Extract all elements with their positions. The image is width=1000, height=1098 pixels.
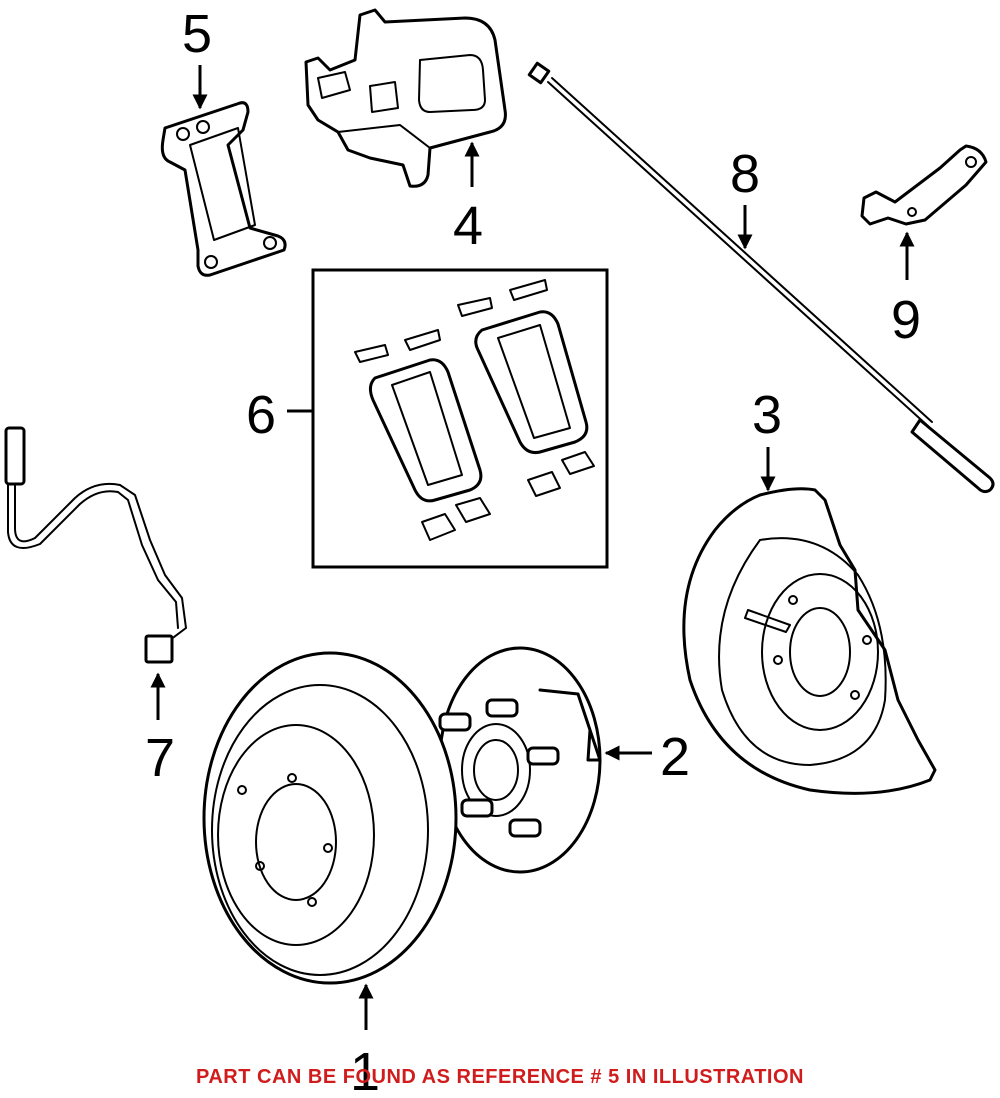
brake-pad-set-part	[354, 279, 595, 541]
wheel-hub-part	[438, 646, 602, 874]
brake-caliper-part	[304, 8, 507, 188]
caliper-bracket-part	[160, 101, 287, 277]
callout-label-1: 1	[350, 1042, 380, 1098]
callout-label-8: 8	[730, 144, 760, 204]
callout-label-7: 7	[145, 728, 175, 788]
reference-caption: PART CAN BE FOUND AS REFERENCE # 5 IN IL…	[196, 1066, 804, 1088]
callout-label-9: 9	[891, 290, 921, 350]
pad-set-frame	[311, 268, 609, 569]
brake-rotor-part	[202, 651, 458, 985]
callout-label-5: 5	[182, 4, 212, 64]
callout-label-2: 2	[660, 727, 690, 787]
callout-label-6: 6	[246, 385, 276, 445]
pad-wear-sensor-part	[527, 61, 995, 494]
sensor-bracket-part	[860, 144, 988, 226]
callout-label-4: 4	[453, 196, 483, 256]
callout-label-3: 3	[752, 385, 782, 445]
dust-shield-part	[682, 487, 937, 795]
abs-sensor-part	[4, 426, 187, 664]
